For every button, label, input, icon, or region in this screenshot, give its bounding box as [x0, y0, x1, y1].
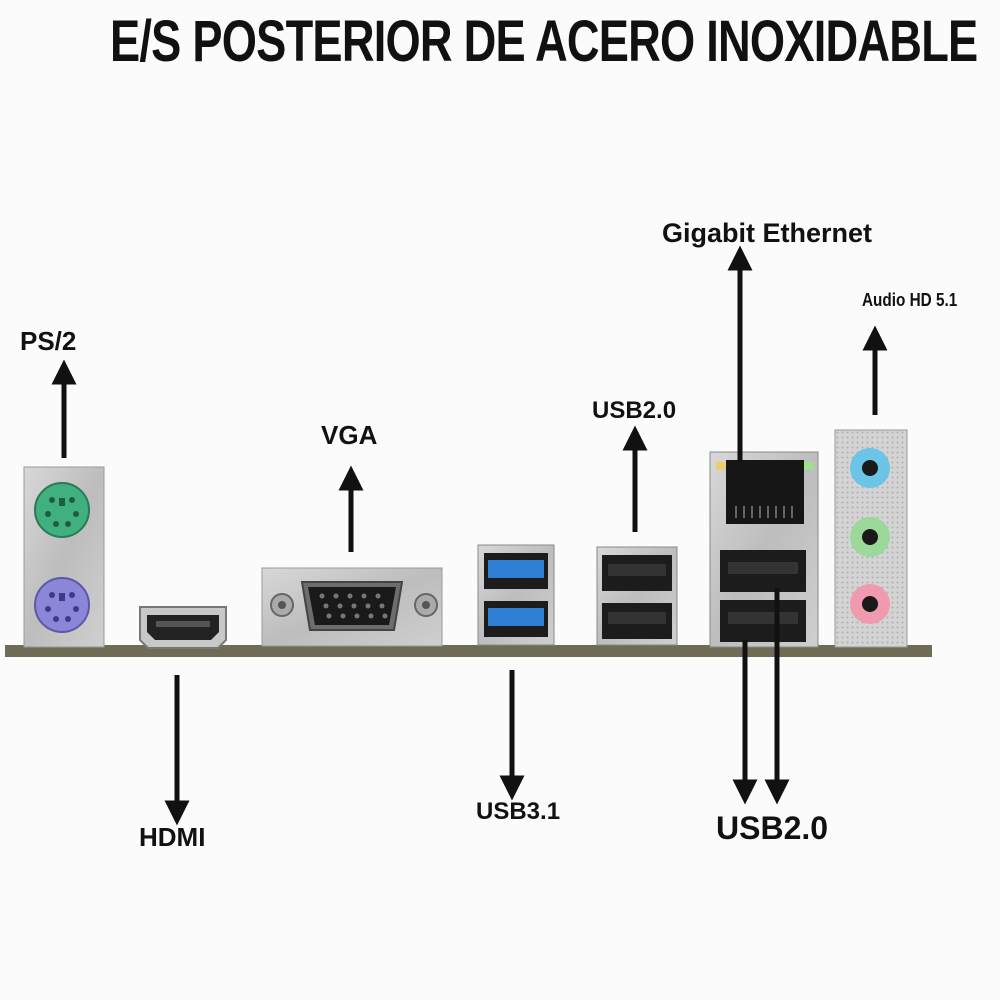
pcb-edge [5, 645, 932, 657]
label-usb20-top: USB2.0 [592, 397, 677, 424]
ps2-port-stack [23, 466, 105, 648]
label-usb31: USB3.1 [476, 798, 561, 825]
label-usb20-bottom: USB2.0 [716, 810, 829, 846]
usb31-port-bottom [488, 608, 544, 626]
label-audio-hd: Audio HD 5.1 [862, 290, 958, 310]
audio-jack-stack [834, 429, 908, 648]
ps2-keyboard-port [34, 577, 90, 633]
label-gigabit-ethernet: Gigabit Ethernet [662, 218, 873, 248]
label-ps2: PS/2 [20, 326, 77, 356]
usb31-port-stack [477, 544, 555, 646]
hdmi-port [139, 606, 227, 649]
usb20-port-stack-middle [596, 546, 678, 646]
page-title: E/S POSTERIOR DE ACERO INOXIDABLE [110, 9, 978, 74]
lan-usb-stack [709, 451, 819, 648]
label-hdmi: HDMI [139, 822, 206, 852]
ps2-mouse-port [34, 482, 90, 538]
label-vga: VGA [321, 420, 378, 450]
vga-port [261, 567, 443, 647]
usb31-port-top [488, 560, 544, 578]
